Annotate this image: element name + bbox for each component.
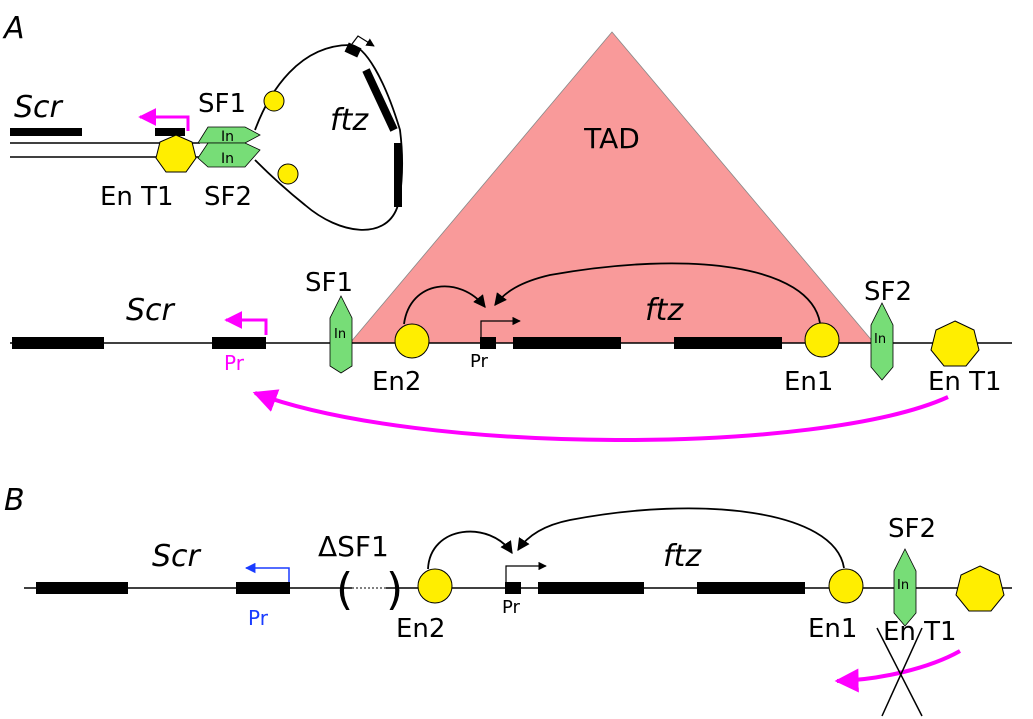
- inset-ftz-label: ftz: [330, 103, 369, 138]
- a-ftz-transcription-arrow: [480, 316, 521, 337]
- b-block-cross-line-2: [881, 627, 923, 717]
- a-ent1-label: En T1: [928, 367, 1002, 397]
- a-ent1-enhancer: [930, 320, 980, 367]
- inset-scr-gene: [10, 128, 82, 136]
- b-sf2-insulator: [893, 548, 917, 627]
- a-sf1-label: SF1: [305, 268, 353, 298]
- b-ftz-exon-2: [697, 582, 805, 594]
- inset-ent1-enhancer: [155, 134, 197, 173]
- a-sf2-core-label: In: [874, 332, 886, 347]
- b-blocked-ent1-arrow: [834, 649, 961, 693]
- b-ftz-promoter: [505, 582, 521, 594]
- b-ftz-exon-1: [538, 582, 644, 594]
- inset-sf2-label: SF2: [204, 182, 252, 212]
- a-scr-promoter: [212, 337, 266, 349]
- a-ftz-promoter: [480, 337, 496, 349]
- a-en2-enhancer: [394, 323, 430, 359]
- b-ftz-promoter-label: Pr: [502, 597, 521, 618]
- inset-chromatin-loop: [254, 44, 404, 231]
- panel-b: B Scr Pr ΔSF1 ( ) En2 Pr ftz En1 In: [4, 483, 1012, 717]
- inset-en2-enhancer: [263, 90, 285, 112]
- b-delta-sf1-label: ΔSF1: [318, 530, 389, 563]
- inset-ftz-exon-1: [362, 68, 398, 132]
- b-deletion-paren-close: ): [386, 564, 403, 615]
- a-sf1-core-label: In: [334, 327, 346, 342]
- b-scr-label: Scr: [152, 539, 202, 574]
- inset-sf1-label: SF1: [198, 89, 246, 119]
- a-scr-transcription-arrow: [224, 311, 268, 335]
- inset-ftz-exon-2: [394, 143, 402, 207]
- a-en2-label: En2: [372, 367, 421, 397]
- a-ftz-promoter-label: Pr: [470, 351, 489, 372]
- a-sf2-label: SF2: [864, 277, 912, 307]
- b-scr-promoter-label: Pr: [248, 606, 269, 630]
- a-scr-label: Scr: [126, 293, 176, 328]
- inset-scr-transcription-arrow: [138, 108, 190, 131]
- b-scr-promoter: [236, 582, 290, 594]
- inset-sf1-core-label: In: [221, 129, 234, 145]
- a-sf1-insulator: [329, 295, 353, 374]
- a-scr-gene: [12, 337, 104, 349]
- b-sf2-label: SF2: [888, 514, 936, 544]
- a-ent1-to-scr-arc: [252, 389, 949, 442]
- inset-en1-enhancer: [277, 163, 299, 185]
- a-ftz-exon-2: [674, 337, 782, 349]
- a-ftz-exon-1: [513, 337, 621, 349]
- a-scr-promoter-label: Pr: [224, 351, 245, 375]
- b-en1-to-ftz-arc: [517, 507, 845, 569]
- inset-scr-label: Scr: [14, 90, 64, 125]
- panel-a-label: A: [2, 11, 25, 46]
- b-ent1-enhancer: [955, 565, 1005, 612]
- b-block-cross-line-1: [876, 627, 923, 717]
- a-ftz-label: ftz: [645, 293, 684, 328]
- tad-label: TAD: [583, 122, 640, 155]
- panel-a: A Scr ftz In In: [2, 11, 1012, 442]
- b-en2-enhancer: [417, 568, 453, 604]
- b-scr-transcription-arrow: [244, 562, 290, 582]
- a-en1-label: En1: [784, 367, 833, 397]
- b-en1-label: En1: [808, 614, 857, 644]
- a-en2-to-ftz-arc: [403, 285, 486, 325]
- b-scr-gene: [36, 582, 128, 594]
- b-sf2-core-label: In: [897, 578, 909, 593]
- inset-sf2-insulator: [197, 142, 261, 168]
- a-en1-to-ftz-arc: [494, 262, 821, 324]
- a-sf2-insulator: [870, 302, 894, 381]
- b-ftz-label: ftz: [663, 539, 702, 574]
- tad-triangle: [349, 31, 875, 344]
- inset-ftz-promoter: [344, 42, 362, 58]
- b-en2-label: En2: [396, 614, 445, 644]
- a-en1-enhancer: [804, 322, 840, 358]
- b-deletion-paren-open: (: [336, 564, 353, 615]
- inset-ent1-label: En T1: [100, 182, 174, 212]
- inset-ftz-transcription-arrow: [351, 35, 375, 47]
- b-en2-to-ftz-arc: [427, 530, 513, 570]
- b-ftz-transcription-arrow: [505, 561, 547, 582]
- inset-sf2-core-label: In: [221, 151, 234, 167]
- loop-inset: Scr ftz In In SF1 SF2 En T1: [10, 35, 404, 231]
- inset-scr-promoter: [155, 128, 185, 136]
- panel-b-label: B: [4, 483, 25, 518]
- b-en1-enhancer: [828, 568, 864, 604]
